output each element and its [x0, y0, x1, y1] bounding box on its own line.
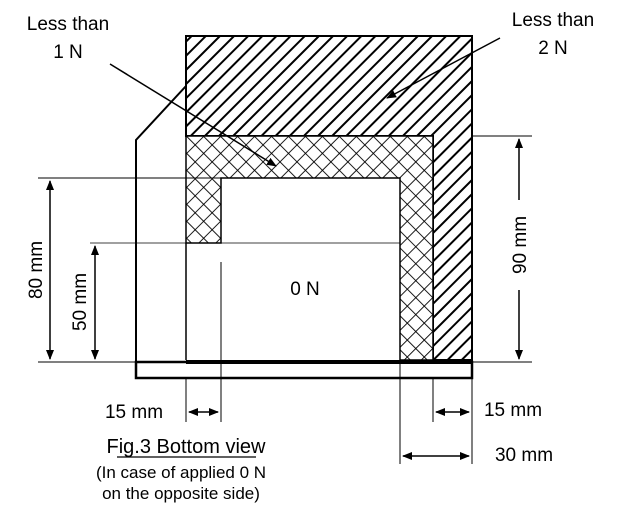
base-plate — [134, 360, 474, 380]
label-2n-line1: Less than — [512, 10, 594, 31]
leader-1n-arrow — [109, 63, 277, 167]
dim-80mm-label: 80 mm — [26, 241, 47, 299]
label-0n: 0 N — [290, 279, 320, 300]
caption-title: Fig.3 Bottom view — [107, 436, 267, 458]
label-1n-line1: Less than — [27, 14, 109, 35]
caption-sub-line2: on the opposite side) — [102, 484, 260, 503]
dim-50mm-label: 50 mm — [70, 273, 91, 331]
body-outline — [135, 36, 187, 366]
dim-30mm-label: 30 mm — [495, 445, 553, 466]
dim-90mm-label: 90 mm — [510, 216, 531, 274]
leader-2n-arrow — [386, 37, 501, 99]
label-1n-line2: 1 N — [53, 42, 83, 63]
zone-1n-crosshatch — [185, 135, 434, 361]
dim-15mm-left-label: 15 mm — [105, 402, 163, 423]
dim-15mm-right-label: 15 mm — [484, 400, 542, 421]
caption-sub-line1: (In case of applied 0 N — [96, 463, 266, 482]
label-2n-line2: 2 N — [538, 38, 568, 59]
